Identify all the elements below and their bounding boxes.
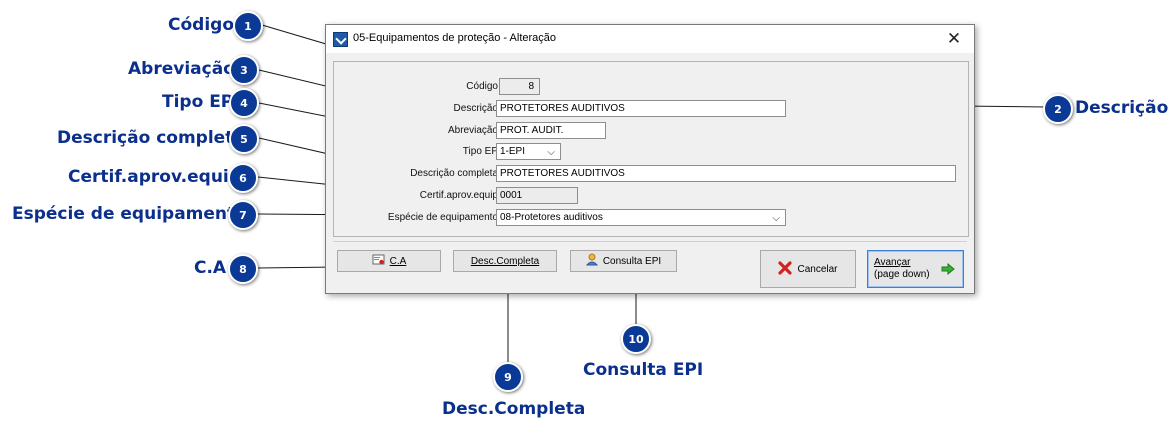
callout-badge-3: 3	[229, 55, 259, 85]
descricao-completa-label: Descrição completa	[410, 168, 498, 179]
desc-completa-button[interactable]: Desc.Completa	[453, 250, 557, 272]
cancelar-button[interactable]: Cancelar	[760, 250, 856, 288]
tipo-ep-select[interactable]: 1-EPI ⌵	[496, 143, 561, 160]
separator	[333, 241, 967, 242]
consulta-epi-button-label: Consulta EPI	[602, 255, 662, 267]
callout-badge-8: 8	[228, 254, 258, 284]
avancar-button-label-line1: Avançar	[874, 257, 911, 268]
title-bar: 05-Equipamentos de proteção - Alteração …	[326, 25, 974, 53]
descricao-field[interactable]: PROTETORES AUDITIVOS	[496, 100, 786, 117]
codigo-label: Código	[466, 81, 498, 92]
descricao-completa-field[interactable]: PROTETORES AUDITIVOS	[496, 165, 956, 182]
especie-value: 08-Protetores auditivos	[500, 212, 603, 223]
callout-abreviacao-label: Abreviação	[128, 59, 235, 79]
callout-consulta-epi-label: Consulta EPI	[583, 360, 704, 380]
chevron-down-icon[interactable]: ⌵	[772, 213, 780, 224]
window-title: 05-Equipamentos de proteção - Alteração	[353, 32, 557, 44]
desc-completa-button-label: Desc.Completa	[470, 255, 540, 267]
callout-certif-label: Certif.aprov.equip	[68, 167, 241, 187]
form-panel: Código 8 Descrição PROTETORES AUDITIVOS …	[333, 61, 969, 237]
ca-button-label: C.A	[389, 255, 407, 267]
callout-ca-label: C.A	[194, 258, 227, 278]
avancar-button-label-line2: (page down)	[874, 269, 930, 280]
callout-descricao-label: Descrição	[1075, 98, 1169, 118]
ca-button[interactable]: C.A	[337, 250, 441, 272]
red-x-icon	[778, 260, 793, 278]
certif-field[interactable]: 0001	[496, 187, 578, 204]
avancar-button[interactable]: Avançar (page down)	[867, 250, 964, 288]
user-icon	[585, 253, 598, 269]
cancelar-button-label: Cancelar	[797, 263, 838, 275]
abreviacao-label: Abreviação	[447, 125, 498, 136]
callout-desc-completa-label: Desc.Completa	[442, 399, 586, 419]
avancar-button-text: Avançar (page down)	[874, 257, 930, 281]
callout-codigo-label: Código	[168, 15, 234, 35]
tipo-ep-label: Tipo EP	[462, 146, 498, 157]
descricao-label: Descrição	[453, 103, 498, 114]
green-arrow-icon	[941, 262, 955, 278]
abreviacao-field[interactable]: PROT. AUDIT.	[496, 122, 606, 139]
callout-especie-label: Espécie de equipamento	[12, 204, 247, 224]
certif-label: Certif.aprov.equip	[419, 190, 498, 201]
callout-badge-5: 5	[229, 124, 259, 154]
callout-badge-9: 9	[493, 362, 523, 392]
app-icon	[333, 32, 348, 47]
especie-select[interactable]: 08-Protetores auditivos ⌵	[496, 209, 786, 226]
consulta-epi-button[interactable]: Consulta EPI	[570, 250, 677, 272]
callout-tipo-ep-label: Tipo EP	[162, 92, 234, 112]
codigo-field[interactable]: 8	[499, 78, 540, 95]
callout-descricao-completa-label: Descrição completa	[57, 128, 245, 148]
close-button[interactable]: ✕	[946, 29, 962, 48]
especie-label: Espécie de equipamento	[387, 212, 498, 223]
tipo-ep-value: 1-EPI	[500, 146, 526, 157]
callout-badge-4: 4	[229, 88, 259, 118]
callout-badge-1: 1	[233, 11, 263, 41]
chevron-down-icon[interactable]: ⌵	[547, 147, 555, 158]
callout-badge-7: 7	[228, 200, 258, 230]
dialog-window: 05-Equipamentos de proteção - Alteração …	[325, 24, 975, 294]
callout-badge-2: 2	[1043, 94, 1073, 124]
certificate-icon	[372, 254, 385, 269]
callout-badge-10: 10	[621, 324, 651, 354]
callout-badge-6: 6	[228, 163, 258, 193]
